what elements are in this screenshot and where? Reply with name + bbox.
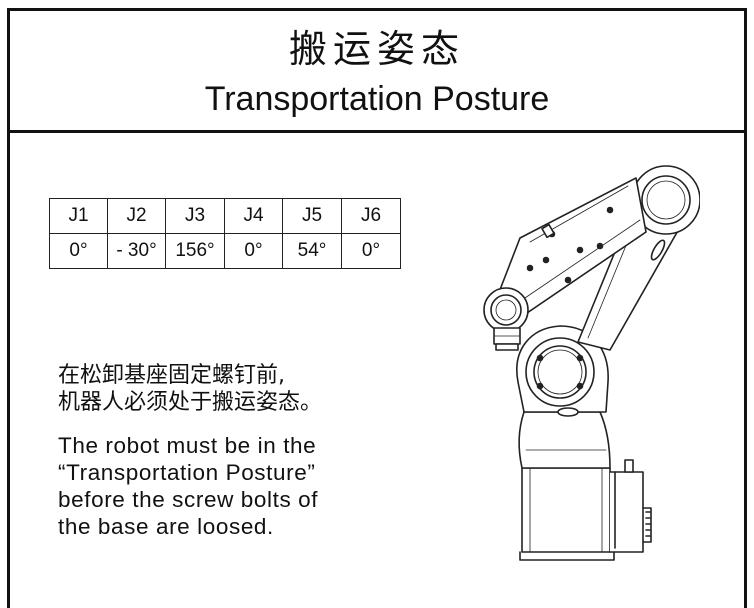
instruction-en-line3: before the screw bolts of (58, 487, 319, 512)
instruction-chinese: 在松卸基座固定螺钉前, 机器人必须处于搬运姿态。 (58, 362, 322, 416)
robot-base (519, 459, 652, 561)
table-value-row: 0° - 30° 156° 0° 54° 0° (49, 233, 401, 269)
title-english: Transportation Posture (204, 80, 550, 118)
robot-wrist (483, 287, 529, 351)
header-cell-j6: J6 (341, 198, 401, 234)
instruction-en-line2: “Transportation Posture” (58, 460, 316, 485)
instruction-english: The robot must be in the “Transportation… (58, 432, 318, 540)
header: 搬运姿态 Transportation Posture (10, 11, 744, 133)
value-cell-j2: - 30° (107, 233, 166, 269)
joint-angle-table: J1 J2 J3 J4 J5 J6 0° - 30° 156° 0° 54° 0… (49, 198, 401, 269)
header-cell-j2: J2 (107, 198, 166, 234)
instruction-cn-line2: 机器人必须处于搬运姿态。 (58, 390, 323, 415)
document-frame (7, 8, 747, 608)
value-cell-j5: 54° (282, 233, 342, 269)
instruction-en-line4: the base are loosed. (58, 514, 274, 539)
value-cell-j3: 156° (165, 233, 225, 269)
title-chinese: 搬运姿态 (288, 27, 465, 71)
robot-waist (518, 411, 611, 469)
value-cell-j6: 0° (341, 233, 401, 269)
value-cell-j4: 0° (224, 233, 283, 269)
instruction-en-line1: The robot must be in the (58, 433, 317, 458)
robot-arm-illustration (483, 165, 700, 561)
robot-shoulder (516, 325, 609, 417)
header-cell-j4: J4 (224, 198, 283, 234)
header-cell-j1: J1 (49, 198, 108, 234)
value-cell-j1: 0° (49, 233, 108, 269)
instruction-cn-line1: 在松卸基座固定螺钉前, (58, 363, 285, 388)
table-header-row: J1 J2 J3 J4 J5 J6 (49, 198, 401, 234)
header-cell-j3: J3 (165, 198, 225, 234)
header-cell-j5: J5 (282, 198, 342, 234)
